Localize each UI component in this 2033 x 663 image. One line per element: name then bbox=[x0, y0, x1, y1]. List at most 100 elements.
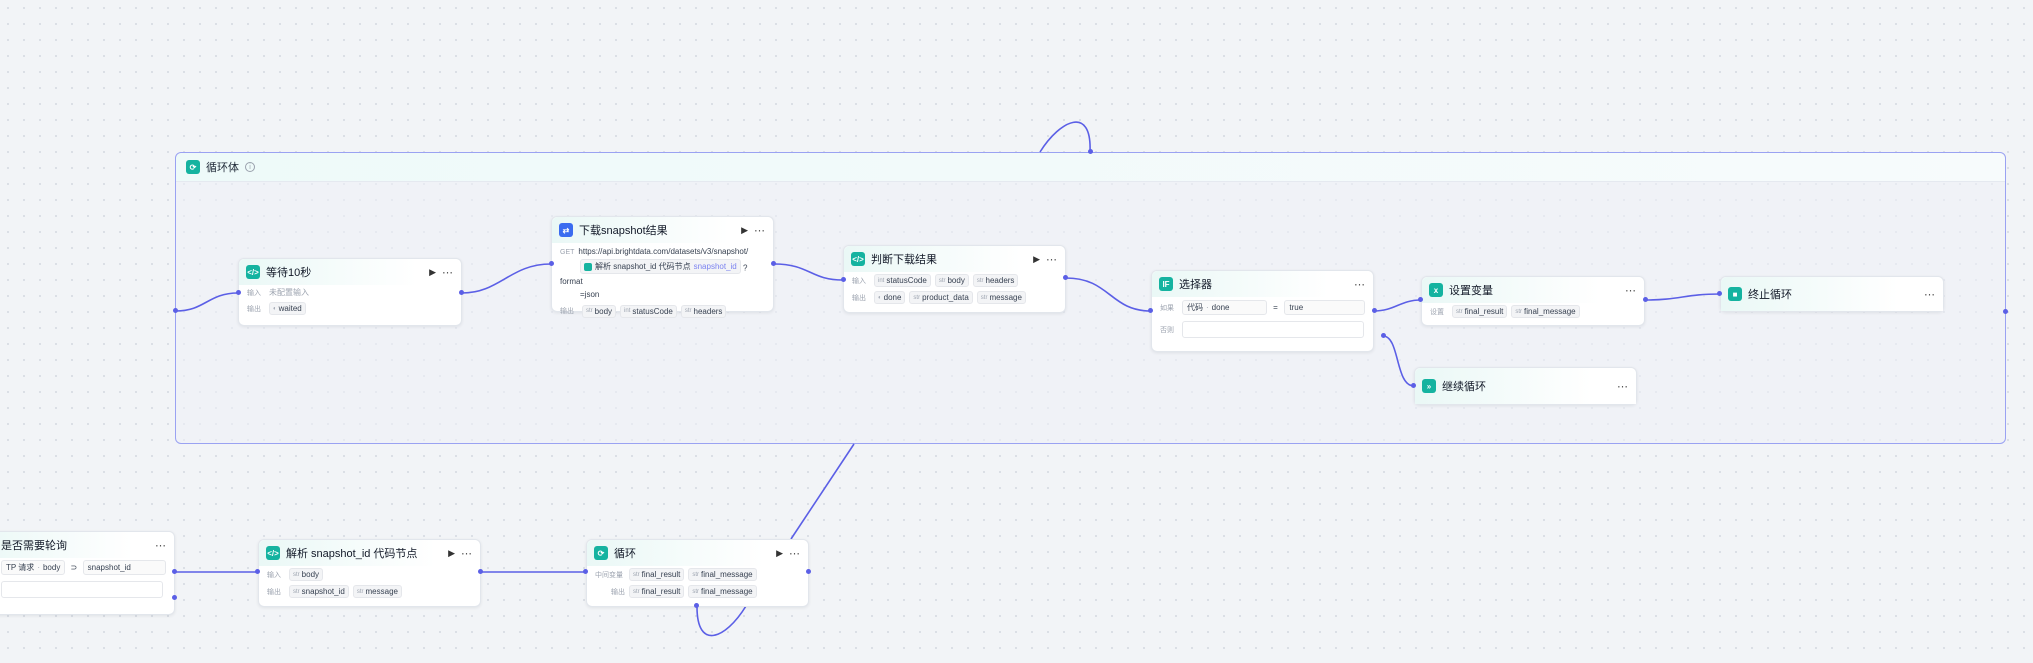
more-button[interactable]: ⋯ bbox=[1354, 278, 1366, 291]
run-button[interactable]: ▶ bbox=[741, 224, 748, 235]
handle[interactable] bbox=[173, 308, 178, 313]
output-tag: ◐waited bbox=[269, 302, 306, 315]
handle[interactable] bbox=[1411, 383, 1416, 388]
set-label: 设置 bbox=[1430, 308, 1444, 316]
else-label: 否则 bbox=[1160, 326, 1174, 334]
node-title: 解析 snapshot_id 代码节点 bbox=[286, 548, 418, 560]
run-button[interactable]: ▶ bbox=[776, 547, 783, 558]
more-button[interactable]: ⋯ bbox=[155, 539, 167, 552]
node-title: 循环 bbox=[614, 548, 636, 560]
node-selector[interactable]: IF 选择器 ⋯ 如果 代码·done = true 否则 bbox=[1151, 270, 1374, 352]
output-label: 输出 bbox=[560, 308, 574, 315]
condition-right[interactable]: snapshot_id bbox=[82, 560, 166, 575]
handle[interactable] bbox=[1088, 149, 1093, 154]
handle[interactable] bbox=[255, 569, 260, 574]
handle[interactable] bbox=[1372, 308, 1377, 313]
code-icon: </> bbox=[851, 252, 865, 266]
handle[interactable] bbox=[459, 290, 464, 295]
node-title: 设置变量 bbox=[1449, 285, 1493, 297]
output-label: 输出 bbox=[267, 588, 281, 596]
node-stop-loop[interactable]: ■ 终止循环 ⋯ bbox=[1720, 276, 1944, 312]
more-button[interactable]: ⋯ bbox=[789, 547, 801, 560]
input-label: 输入 bbox=[247, 289, 261, 297]
edge-loop-body-out bbox=[790, 443, 855, 540]
condition-operator[interactable]: = bbox=[1273, 303, 1278, 312]
node-title: 选择器 bbox=[1179, 279, 1212, 291]
node-title: 终止循环 bbox=[1748, 289, 1792, 301]
node-title: 判断下载结果 bbox=[871, 254, 937, 266]
run-button[interactable]: ▶ bbox=[1033, 253, 1040, 264]
condition-operator[interactable]: ⊃ bbox=[70, 563, 78, 572]
continue-icon: » bbox=[1422, 379, 1436, 393]
more-button[interactable]: ⋯ bbox=[442, 266, 454, 279]
input-label: 输入 bbox=[267, 571, 281, 579]
more-button[interactable]: ⋯ bbox=[461, 547, 473, 560]
node-title: 下载snapshot结果 bbox=[579, 225, 668, 237]
handle[interactable] bbox=[549, 261, 554, 266]
node-title: 继续循环 bbox=[1442, 381, 1486, 393]
handle[interactable] bbox=[583, 569, 588, 574]
more-button[interactable]: ⋯ bbox=[1924, 288, 1936, 301]
condition-left[interactable]: 代码·done bbox=[1182, 300, 1267, 315]
else-branch[interactable] bbox=[1182, 321, 1364, 338]
else-branch[interactable] bbox=[1, 581, 163, 598]
stop-icon: ■ bbox=[1728, 287, 1742, 301]
node-title: 是否需要轮询 bbox=[1, 540, 67, 552]
run-button[interactable]: ▶ bbox=[448, 547, 455, 558]
node-continue-loop[interactable]: » 继续循环 ⋯ bbox=[1414, 367, 1637, 405]
if-label: 如果 bbox=[1160, 304, 1174, 312]
handle[interactable] bbox=[694, 603, 699, 608]
output-tag: ◐done bbox=[874, 291, 906, 304]
mid-label: 中间变量 bbox=[595, 571, 623, 579]
handle[interactable] bbox=[771, 261, 776, 266]
output-label: 输出 bbox=[247, 305, 261, 313]
node-wait[interactable]: </> 等待10秒 ▶ ⋯ 输入未配置输入 输出 ◐waited bbox=[238, 258, 462, 326]
handle[interactable] bbox=[806, 569, 811, 574]
run-button[interactable]: ▶ bbox=[429, 266, 436, 277]
input-label: 输入 bbox=[852, 277, 866, 285]
handle[interactable] bbox=[2003, 309, 2008, 314]
handle[interactable] bbox=[172, 569, 177, 574]
handle[interactable] bbox=[1381, 333, 1386, 338]
handle[interactable] bbox=[236, 290, 241, 295]
handle[interactable] bbox=[841, 277, 846, 282]
condition-left[interactable]: TP 请求·body bbox=[1, 560, 65, 575]
code-icon: </> bbox=[266, 546, 280, 560]
handle[interactable] bbox=[1418, 297, 1423, 302]
more-button[interactable]: ⋯ bbox=[1625, 284, 1637, 297]
if-icon: IF bbox=[1159, 277, 1173, 291]
condition-right[interactable]: true bbox=[1284, 300, 1366, 315]
http-icon: ⇄ bbox=[559, 223, 573, 237]
handle[interactable] bbox=[1063, 275, 1068, 280]
more-button[interactable]: ⋯ bbox=[1617, 380, 1629, 393]
handle[interactable] bbox=[1717, 291, 1722, 296]
output-label: 输出 bbox=[611, 588, 625, 596]
info-icon[interactable]: i bbox=[245, 162, 255, 172]
node-need-polling[interactable]: 是否需要轮询 ⋯ TP 请求·body ⊃ snapshot_id bbox=[0, 531, 175, 615]
more-button[interactable]: ⋯ bbox=[754, 224, 766, 237]
node-title: 等待10秒 bbox=[266, 267, 312, 279]
code-icon: </> bbox=[246, 265, 260, 279]
input-value: 未配置输入 bbox=[269, 288, 309, 297]
handle[interactable] bbox=[478, 569, 483, 574]
handle[interactable] bbox=[172, 595, 177, 600]
handle[interactable] bbox=[1148, 308, 1153, 313]
handle[interactable] bbox=[1643, 297, 1648, 302]
more-button[interactable]: ⋯ bbox=[1046, 253, 1058, 266]
